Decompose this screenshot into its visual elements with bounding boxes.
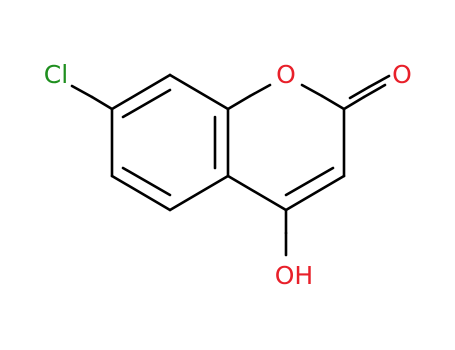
bond-c7-cl-halogen <box>70 84 94 99</box>
bond-c8a-o1 <box>226 94 252 111</box>
bond-c7-cl <box>90 95 114 111</box>
bond-o1-c2-hetero <box>300 83 324 98</box>
bond-c4a-c5 <box>168 174 230 212</box>
bond-c2-o-carbonyl-b-hetero <box>367 74 391 89</box>
bond-c4-c4a <box>226 174 288 212</box>
chlorine-label: Cl <box>44 60 68 89</box>
bond-c2-o-carbonyl-a <box>342 95 366 111</box>
bond-c2-o-carbonyl-a-hetero <box>362 83 387 99</box>
bond-c8-c8a <box>168 73 230 111</box>
ring-oxygen-label: O <box>276 60 296 89</box>
bond-c5-c6-inner <box>121 166 172 197</box>
bond-c2-o-carbonyl-b <box>348 85 371 100</box>
bond-c8a-o1-hetero <box>248 83 272 98</box>
hydroxyl-label: OH <box>275 261 313 290</box>
bond-c3-c4 <box>284 174 346 212</box>
bond-c7-c8 <box>110 73 172 111</box>
bond-c5-c6 <box>110 174 172 212</box>
bond-c3-c4-inner <box>284 166 335 197</box>
bond-o1-c2 <box>320 94 346 111</box>
carbonyl-oxygen-label: O <box>392 60 412 89</box>
bond-c7-c8-inner <box>121 88 172 119</box>
